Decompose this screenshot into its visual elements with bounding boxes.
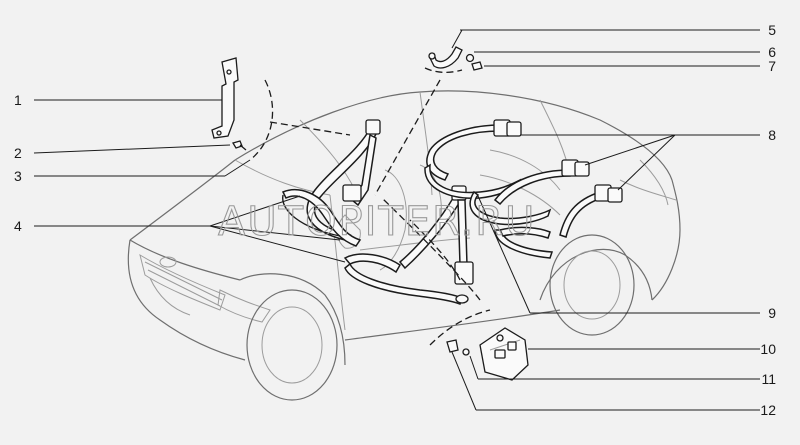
callout-labels: 1 2 3 4 5 6 7 8 9 10 11 12	[14, 22, 776, 418]
plate-10	[479, 327, 529, 381]
callout-1: 1	[14, 92, 22, 108]
bolt-7	[471, 61, 483, 71]
leader-lines	[33, 29, 760, 411]
callout-10: 10	[760, 341, 776, 357]
watermark-text: AUTOPITER.RU	[218, 199, 536, 245]
bracket-1	[211, 57, 239, 139]
bolt-2	[232, 140, 247, 151]
dashed-guides	[249, 67, 491, 346]
washer-6	[465, 53, 475, 63]
callout-12: 12	[760, 402, 776, 418]
callout-7: 7	[768, 58, 776, 74]
callout-3: 3	[14, 168, 22, 184]
guide-5	[428, 46, 463, 69]
callout-8: 8	[768, 127, 776, 143]
callout-2: 2	[14, 145, 22, 161]
callout-9: 9	[768, 305, 776, 321]
seat-belts	[281, 119, 623, 305]
callout-5: 5	[768, 22, 776, 38]
car-outline	[127, 90, 681, 401]
callout-11: 11	[761, 371, 776, 387]
callout-6: 6	[768, 44, 776, 60]
callout-4: 4	[14, 218, 22, 234]
bolt-12	[446, 339, 470, 356]
